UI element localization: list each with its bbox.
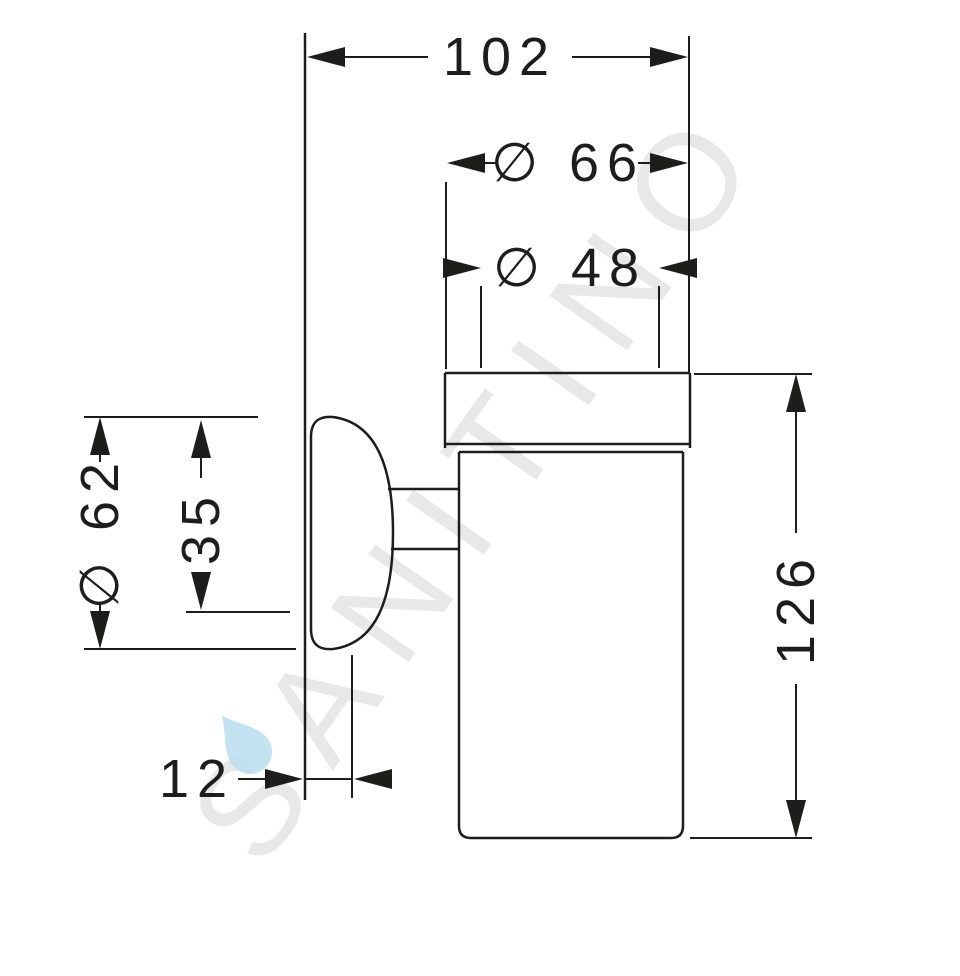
dim-35-label: 35 xyxy=(171,489,231,565)
dim-48-label: ∅ 48 xyxy=(493,238,647,298)
mounting-plate xyxy=(309,415,395,651)
dim-12-label: 12 xyxy=(159,749,235,809)
dim-126-label: 126 xyxy=(766,551,826,665)
dimension-inner-diameter: ∅ 48 xyxy=(443,238,697,368)
dimension-overall-height: 126 xyxy=(690,373,826,839)
dimension-wall-gap: 12 xyxy=(159,655,392,809)
dim-102-label: 102 xyxy=(443,27,557,87)
water-drop-icon xyxy=(221,715,273,774)
holder-arm xyxy=(388,487,459,551)
dimension-overall-width: 102 xyxy=(307,27,690,372)
tumbler-body xyxy=(443,371,692,840)
dim-66-label: ∅ 66 xyxy=(491,133,645,193)
dimension-plate-offset: 35 xyxy=(171,420,290,613)
dimension-outer-diameter: ∅ 66 xyxy=(445,133,688,369)
dimension-plate-diameter: ∅ 62 xyxy=(70,416,296,650)
dim-62-label: ∅ 62 xyxy=(70,455,130,609)
